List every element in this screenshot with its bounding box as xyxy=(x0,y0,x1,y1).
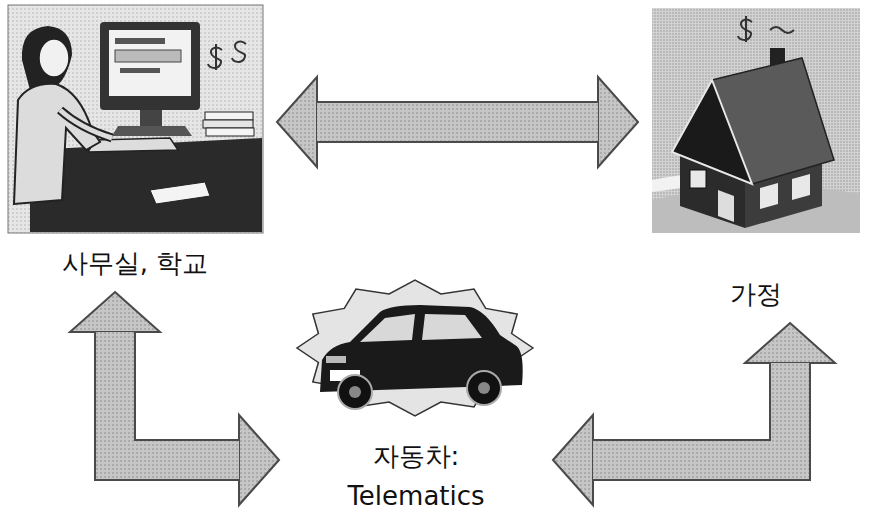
arrow-head xyxy=(598,77,638,167)
arrow-outline xyxy=(115,332,239,460)
arrow-shaft xyxy=(593,363,790,460)
arrow-shaft xyxy=(317,103,598,141)
arrow-head xyxy=(553,415,593,505)
house-illustration xyxy=(652,8,860,233)
illustrated-node: 사무실, 학교 xyxy=(5,0,265,286)
arrow-shaft xyxy=(115,332,239,460)
illustrated-node: 자동차: Telematics xyxy=(285,270,547,522)
block-arrow xyxy=(70,292,279,505)
node-caption: 사무실, 학교 xyxy=(5,246,265,280)
node-caption: 자동차: Telematics xyxy=(321,436,511,516)
illustrated-node: 가정 xyxy=(650,5,862,317)
arrow-head xyxy=(745,323,835,363)
arrow-head xyxy=(70,292,160,332)
node-caption: 가정 xyxy=(650,277,862,311)
arrow-outline xyxy=(317,101,598,143)
arrow-head xyxy=(239,415,279,505)
block-arrow xyxy=(553,323,835,505)
office-illustration xyxy=(8,5,263,233)
block-arrow xyxy=(277,77,638,167)
car-illustration xyxy=(297,280,533,416)
arrow-outline xyxy=(593,363,790,460)
arrow-head xyxy=(277,77,317,167)
